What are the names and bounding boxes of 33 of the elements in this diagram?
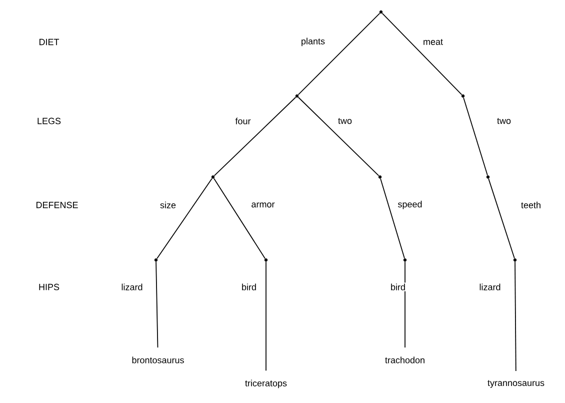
branch-line [298, 12, 380, 96]
level-label: DIET [40, 38, 60, 46]
edge-label: bird [390, 282, 406, 292]
branch-line [514, 261, 516, 372]
edge-label: lizard [120, 282, 144, 292]
branch-line [214, 178, 266, 259]
edge-label: speed [396, 200, 424, 210]
edge-label: teeth [520, 200, 542, 210]
branch-line [488, 178, 515, 259]
level-label: LEGS [38, 118, 61, 124]
branch-line [298, 96, 380, 176]
edge-label: plants [300, 36, 326, 48]
edge-label: lizard [478, 282, 502, 292]
branch-line [382, 12, 462, 96]
branch-line [463, 97, 488, 176]
level-label: DEFENSE [36, 202, 78, 208]
edge-label: meat [422, 38, 444, 46]
leaf-label: triceratops [245, 380, 287, 388]
edge-label: bird [240, 282, 258, 292]
leaf-label: trachodon [385, 356, 424, 364]
edge-label: size [159, 200, 177, 210]
edge-label: four [234, 116, 252, 126]
branch-line [380, 178, 405, 259]
level-label: HIPS [39, 284, 60, 290]
branch-line [156, 261, 158, 348]
branch-line [404, 261, 406, 348]
edge-label: armor [250, 202, 276, 208]
leaf-label: tyrannosaurus [488, 380, 544, 388]
branch-line [156, 178, 212, 259]
edge-label: two [496, 117, 512, 125]
edge-label: two [337, 117, 353, 125]
leaf-label: brontosaurus [132, 356, 184, 364]
branch-line [214, 96, 296, 176]
